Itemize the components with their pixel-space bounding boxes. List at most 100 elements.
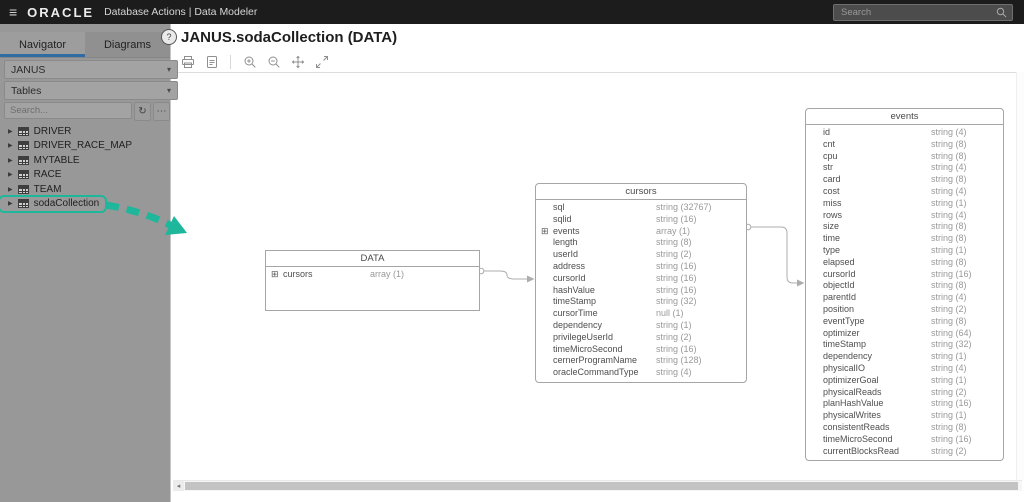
- schema-select[interactable]: JANUS ▾: [4, 60, 178, 79]
- scroll-left-button[interactable]: ◂: [173, 481, 184, 491]
- field-name: cpu: [823, 150, 838, 161]
- field-type: string (16): [931, 398, 972, 409]
- report-icon[interactable]: [204, 54, 219, 69]
- field-name: currentBlocksRead: [823, 445, 900, 456]
- field-name: time: [823, 233, 841, 244]
- expand-caret-icon[interactable]: ▶: [8, 143, 13, 150]
- table-tree-item[interactable]: ▶ MYTABLE: [0, 153, 170, 168]
- field-name: cursorId: [553, 272, 586, 283]
- table-tree-item[interactable]: ▶ TEAM: [0, 182, 170, 197]
- field-type: string (32): [931, 339, 972, 350]
- sidebar-tab-label: Navigator: [18, 38, 67, 51]
- table-tree-item[interactable]: ▶ RACE: [0, 168, 170, 183]
- table-label: MYTABLE: [33, 154, 80, 166]
- field-type: string (4): [931, 292, 967, 303]
- toolbar-divider: [230, 54, 231, 69]
- help-icon[interactable]: ?: [161, 29, 177, 45]
- field-type: string (16): [656, 260, 697, 271]
- sidebar-search-input[interactable]: [4, 102, 132, 119]
- object-type-select[interactable]: Tables ▾: [4, 81, 178, 100]
- field-type: string (2): [931, 445, 967, 456]
- entity-field-row: parentId string (4): [806, 292, 1003, 304]
- field-type: string (8): [931, 221, 967, 232]
- field-type: string (1): [931, 410, 967, 421]
- zoom-in-icon[interactable]: [242, 54, 257, 69]
- field-type: string (1): [931, 197, 967, 208]
- field-type: string (8): [931, 174, 967, 185]
- page-title: JANUS.sodaCollection (DATA): [181, 29, 398, 46]
- field-name: timeMicroSecond: [823, 433, 893, 444]
- expand-field-icon[interactable]: ⊞: [541, 225, 549, 236]
- table-tree-item[interactable]: ▶ DRIVER: [0, 124, 170, 139]
- global-search-box[interactable]: [833, 4, 1013, 21]
- field-type: string (2): [931, 303, 967, 314]
- vertical-scrollbar[interactable]: [1016, 72, 1024, 481]
- table-label: DRIVER_RACE_MAP: [33, 140, 132, 152]
- hamburger-menu-icon[interactable]: ≡: [9, 4, 18, 20]
- field-name: cost: [823, 185, 840, 196]
- table-label: RACE: [33, 169, 62, 181]
- pan-icon[interactable]: [290, 54, 305, 69]
- sidebar-tab[interactable]: Diagrams: [85, 32, 170, 57]
- chevron-down-icon: ▾: [166, 65, 171, 74]
- field-type: string (8): [931, 421, 967, 432]
- field-name: elapsed: [823, 256, 855, 267]
- scrollbar-thumb[interactable]: [185, 482, 1018, 490]
- field-name: optimizer: [823, 327, 860, 338]
- field-name: type: [823, 244, 841, 255]
- expand-caret-icon[interactable]: ▶: [8, 128, 13, 135]
- field-name: cernerProgramName: [553, 355, 638, 366]
- field-name: timeMicroSecond: [553, 343, 623, 354]
- global-search-input[interactable]: [839, 6, 996, 19]
- expand-field-icon[interactable]: ⊞: [271, 269, 279, 279]
- oracle-logo: ORACLE: [27, 4, 95, 20]
- expand-icon[interactable]: [314, 54, 329, 69]
- sidebar-tab[interactable]: Navigator: [0, 32, 85, 57]
- field-type: array (1): [656, 225, 691, 236]
- expand-caret-icon[interactable]: ▶: [8, 201, 13, 208]
- table-icon: [17, 170, 29, 180]
- table-tree-item[interactable]: ▶ sodaCollection: [0, 196, 106, 211]
- table-icon: [17, 141, 29, 151]
- print-icon[interactable]: [180, 54, 195, 69]
- expand-caret-icon[interactable]: ▶: [8, 186, 13, 193]
- entity-field-row: time string (8): [806, 233, 1003, 245]
- field-type: string (8): [931, 233, 967, 244]
- field-name: cnt: [823, 138, 836, 149]
- field-type: string (1): [931, 244, 967, 255]
- more-options-button[interactable]: ⋯: [153, 102, 170, 121]
- table-tree-item[interactable]: ▶ DRIVER_RACE_MAP: [0, 139, 170, 154]
- horizontal-scrollbar[interactable]: ◂: [173, 480, 1022, 491]
- expand-caret-icon[interactable]: ▶: [8, 172, 13, 179]
- zoom-out-icon[interactable]: [266, 54, 281, 69]
- field-name: objectId: [823, 280, 855, 291]
- table-label: sodaCollection: [33, 198, 100, 210]
- expand-caret-icon[interactable]: ▶: [8, 157, 13, 164]
- field-type: string (8): [931, 280, 967, 291]
- refresh-button[interactable]: ↻: [134, 102, 151, 121]
- tables-tree: ▶ DRIVER ▶ DRIVER_RACE_MAP ▶ MYTABLE ▶ R…: [0, 124, 170, 211]
- field-name: parentId: [823, 292, 857, 303]
- field-type: string (4): [931, 162, 967, 173]
- field-type: string (16): [656, 272, 697, 283]
